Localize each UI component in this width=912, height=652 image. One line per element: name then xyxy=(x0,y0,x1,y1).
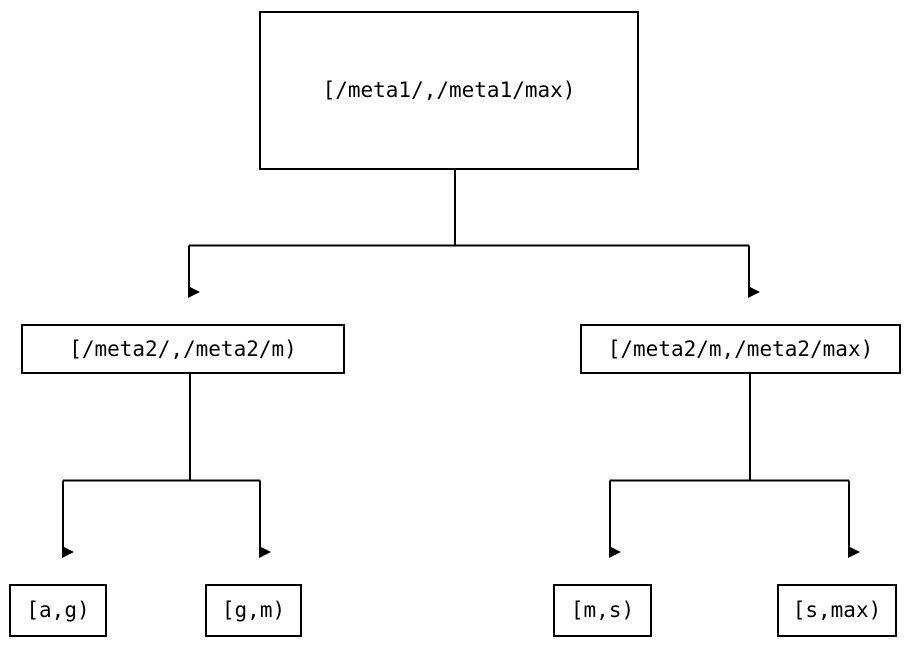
tree-node-leaf-4-label: [s,max) xyxy=(792,598,882,622)
tree-node-leaf-3-label: [m,s) xyxy=(570,598,635,622)
tree-node-root-label: [/meta1/,/meta1/max) xyxy=(322,78,576,102)
tree-node-mid-right[interactable]: [/meta2/m,/meta2/max) xyxy=(580,324,901,374)
tree-node-leaf-4[interactable]: [s,max) xyxy=(777,584,897,637)
tree-node-root[interactable]: [/meta1/,/meta1/max) xyxy=(259,11,639,170)
tree-node-mid-left-label: [/meta2/,/meta2/m) xyxy=(69,336,297,361)
tree-node-mid-right-label: [/meta2/m,/meta2/max) xyxy=(607,336,874,361)
tree-node-leaf-1-label: [a,g) xyxy=(26,598,90,622)
tree-node-leaf-2-label: [g,m) xyxy=(221,598,286,622)
tree-node-mid-left[interactable]: [/meta2/,/meta2/m) xyxy=(21,324,345,374)
tree-node-leaf-3[interactable]: [m,s) xyxy=(553,584,652,637)
tree-node-leaf-2[interactable]: [g,m) xyxy=(205,584,302,637)
tree-node-leaf-1[interactable]: [a,g) xyxy=(9,584,107,637)
